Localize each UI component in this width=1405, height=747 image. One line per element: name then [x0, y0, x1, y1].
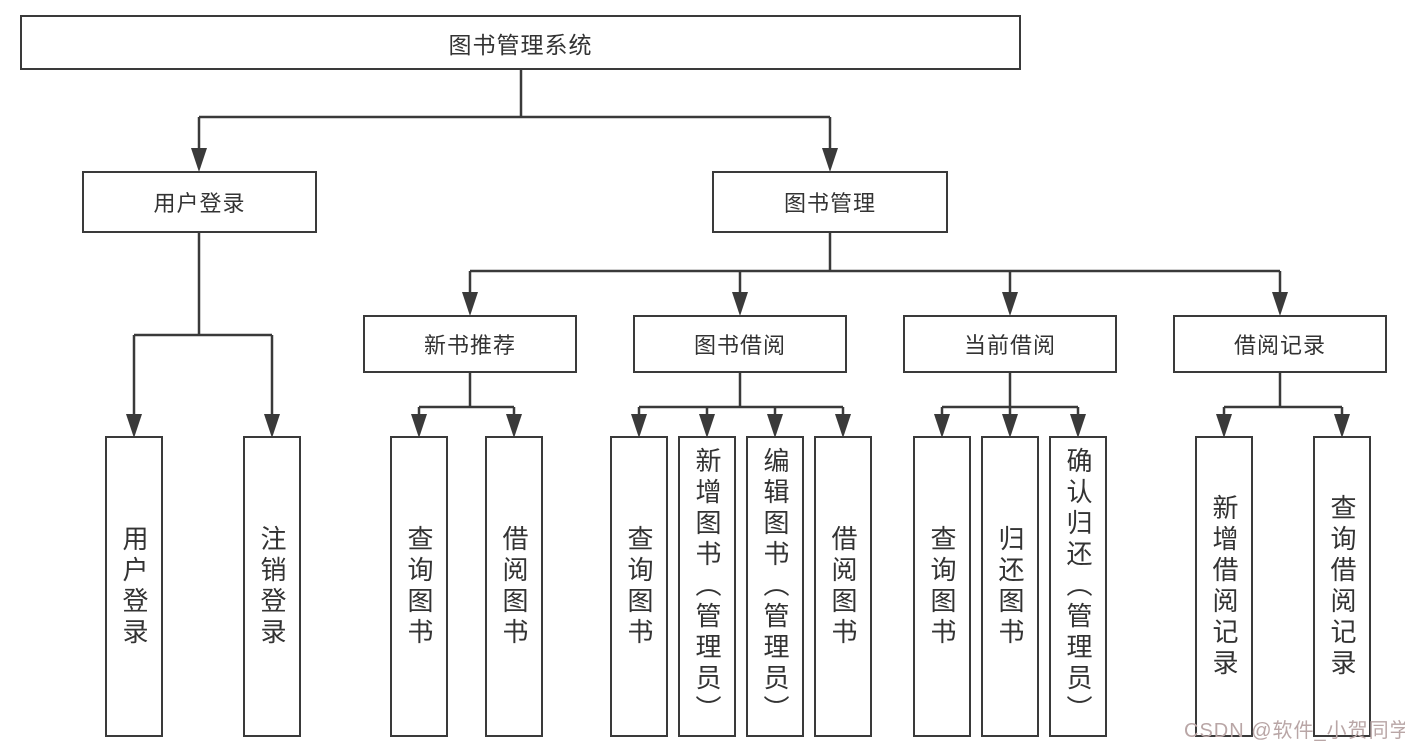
- arrowheads: [126, 148, 1350, 438]
- node-label: 借阅图书: [499, 524, 529, 649]
- node-new-book-recommend: 新书推荐: [363, 315, 577, 373]
- node-system-root: 图书管理系统: [20, 15, 1021, 70]
- node-label: 新书推荐: [423, 333, 516, 358]
- node-book-borrow: 图书借阅: [633, 315, 847, 373]
- node-book-management: 图书管理: [712, 171, 948, 233]
- leaf-borrow-books-recommend: 借阅图书: [485, 436, 543, 737]
- csdn-watermark: CSDN @软件_小贺同学: [1184, 720, 1405, 742]
- node-label: 图书管理: [783, 191, 876, 216]
- node-label: 归还图书: [995, 524, 1025, 649]
- node-label: 借阅图书: [828, 524, 858, 649]
- leaf-add-borrow-record: 新增借阅记录: [1195, 436, 1253, 737]
- leaf-confirm-return-admin: 确认归还（管理员）: [1049, 436, 1107, 737]
- node-label: 借阅记录: [1233, 333, 1326, 358]
- node-label: 查询借阅记录: [1327, 493, 1357, 680]
- leaf-logout: 注销登录: [243, 436, 301, 737]
- node-label: 确认归还（管理员）: [1063, 447, 1093, 726]
- node-user-login: 用户登录: [82, 171, 317, 233]
- node-label: 当前借阅: [963, 333, 1056, 358]
- leaf-query-borrow-record: 查询借阅记录: [1313, 436, 1371, 737]
- node-label: 查询图书: [404, 524, 434, 649]
- node-label: 图书管理系统: [448, 31, 593, 58]
- node-label: 查询图书: [624, 524, 654, 649]
- leaf-return-books: 归还图书: [981, 436, 1039, 737]
- node-current-borrow: 当前借阅: [903, 315, 1117, 373]
- leaf-query-books-recommend: 查询图书: [390, 436, 448, 737]
- node-label: 注销登录: [257, 524, 287, 649]
- node-label: 新增借阅记录: [1209, 493, 1239, 680]
- node-label: 用户登录: [153, 191, 246, 216]
- node-label: 图书借阅: [693, 333, 786, 358]
- node-borrow-records: 借阅记录: [1173, 315, 1387, 373]
- leaf-edit-books-admin: 编辑图书（管理员）: [746, 436, 804, 737]
- leaf-borrow-books: 借阅图书: [814, 436, 872, 737]
- leaf-query-books-current: 查询图书: [913, 436, 971, 737]
- tree-edges: [132, 70, 1344, 434]
- leaf-add-books-admin: 新增图书（管理员）: [678, 436, 736, 737]
- node-label: 用户登录: [119, 524, 149, 649]
- node-label: 编辑图书（管理员）: [760, 447, 790, 726]
- leaf-query-books-borrow: 查询图书: [610, 436, 668, 737]
- node-label: 新增图书（管理员）: [692, 447, 722, 726]
- node-label: 查询图书: [927, 524, 957, 649]
- leaf-user-login: 用户登录: [105, 436, 163, 737]
